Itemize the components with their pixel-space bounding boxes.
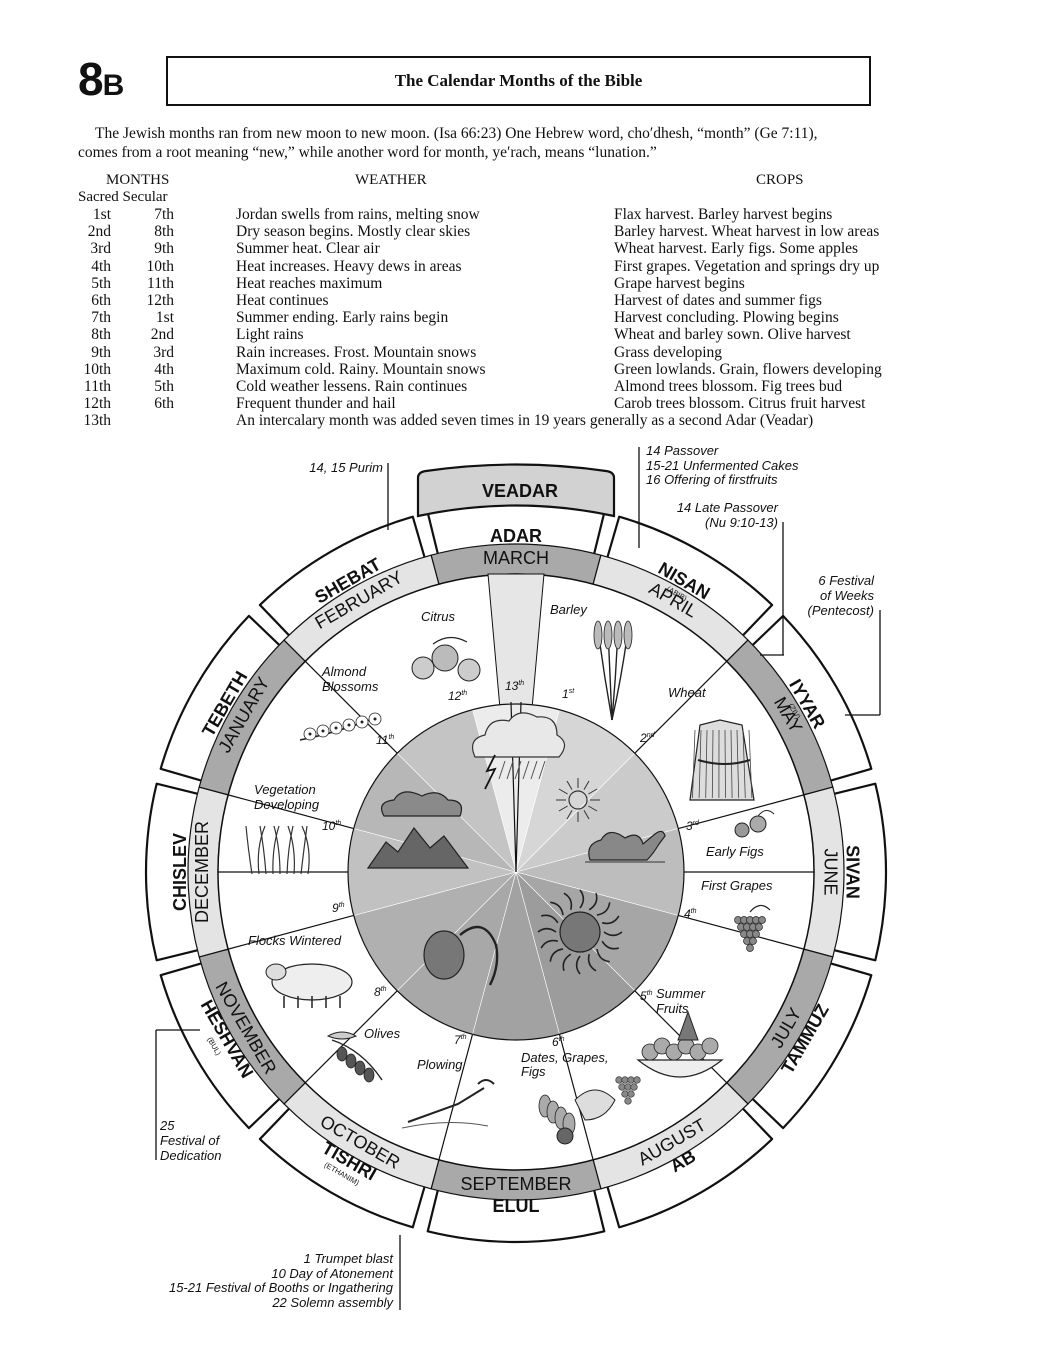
crop-label: Dates, Grapes, — [521, 1050, 608, 1065]
crop-label: Almond — [321, 664, 367, 679]
crop-label: Plowing — [417, 1057, 463, 1072]
feast-note: 1 Trumpet blast — [304, 1251, 395, 1266]
crop-label: Developing — [254, 797, 320, 812]
hebrew-month-name: SIVAN — [842, 845, 862, 899]
feast-note: 15-21 Unfermented Cakes — [646, 458, 799, 473]
feast-note: 16 Offering of firstfruits — [646, 472, 778, 487]
feast-note: Dedication — [160, 1148, 221, 1163]
feast-note: 6 Festival — [818, 573, 875, 588]
feast-note: 10 Day of Atonement — [271, 1266, 394, 1281]
crop-label: First Grapes — [701, 878, 773, 893]
crop-label: Olives — [364, 1026, 401, 1041]
feast-note: 14 Passover — [646, 443, 719, 458]
hebrew-month-name: ELUL — [493, 1196, 540, 1216]
feast-note: 14, 15 Purim — [309, 460, 383, 475]
crop-label: Flocks Wintered — [248, 933, 342, 948]
feast-note: (Pentecost) — [808, 603, 874, 618]
crop-label: Fruits — [656, 1001, 689, 1016]
gregorian-month-name: DECEMBER — [192, 821, 212, 923]
crop-label: Blossoms — [322, 679, 379, 694]
veadar-label: VEADAR — [482, 481, 558, 501]
hebrew-month-name: ADAR — [490, 526, 542, 546]
crop-label: Citrus — [421, 609, 455, 624]
crop-label: Barley — [550, 602, 588, 617]
crop-label: Vegetation — [254, 782, 316, 797]
crop-label: Early Figs — [706, 844, 764, 859]
feast-note: (Nu 9:10-13) — [705, 515, 778, 530]
crop-label: Summer — [656, 986, 706, 1001]
hebrew-month-name: CHISLEV — [170, 833, 190, 911]
crop-label: Wheat — [668, 685, 707, 700]
gregorian-month-name: MARCH — [483, 548, 549, 568]
feast-note: Festival of — [160, 1133, 221, 1148]
feast-note: 22 Solemn assembly — [271, 1295, 394, 1310]
feast-note: 25 — [159, 1118, 175, 1133]
feast-note: 14 Late Passover — [677, 500, 779, 515]
gregorian-month-name: JUNE — [820, 848, 840, 895]
feast-note: 15-21 Festival of Booths or Ingathering — [169, 1280, 394, 1295]
crop-label: Figs — [521, 1064, 546, 1079]
gregorian-month-name: SEPTEMBER — [460, 1174, 571, 1194]
feast-note: of Weeks — [820, 588, 874, 603]
